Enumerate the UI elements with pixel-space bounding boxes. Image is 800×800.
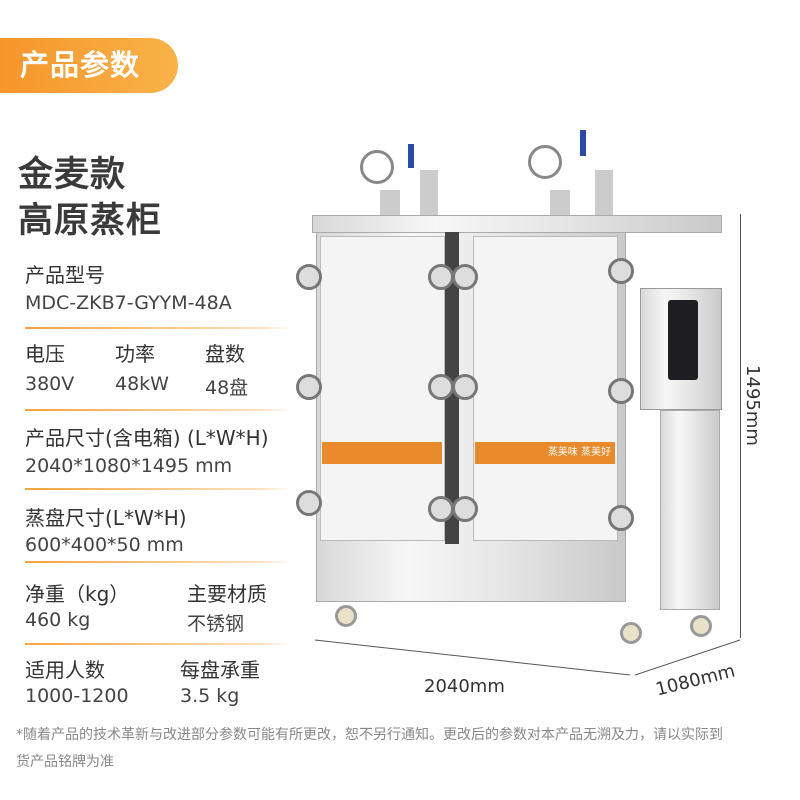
pressure-gauge-icon <box>528 145 562 179</box>
door-handle-icon <box>608 378 634 404</box>
trays-value: 48盘 <box>205 377 249 399</box>
door-handle-icon <box>428 496 454 522</box>
divider <box>25 327 290 329</box>
valve-handle-icon <box>580 130 586 156</box>
door-handle-icon <box>428 374 454 400</box>
people-value: 1000-1200 <box>25 685 129 707</box>
door-handle-icon <box>452 496 478 522</box>
door-tag: 蒸美味 蒸美好 <box>475 442 615 464</box>
pipe <box>380 190 400 220</box>
product-title-line1: 金麦款 <box>18 155 127 195</box>
left-door <box>320 236 445 541</box>
divider <box>25 643 290 645</box>
material-value: 不锈钢 <box>187 613 245 635</box>
cabinet-top <box>312 215 722 233</box>
voltage-value: 380V <box>25 373 75 395</box>
pressure-gauge-icon <box>360 150 394 184</box>
model-value: MDC-ZKB7-GYYM-48A <box>25 292 232 314</box>
caster-wheel-icon <box>335 605 357 627</box>
divider <box>25 488 290 490</box>
pipe <box>550 190 570 220</box>
weight-value: 460 kg <box>25 609 91 631</box>
voltage-label: 电压 <box>25 342 65 366</box>
power-value: 48kW <box>115 373 169 395</box>
dimension-lines <box>314 639 741 676</box>
size-value: 2040*1080*1495 mm <box>25 455 233 477</box>
door-tag <box>322 442 442 464</box>
side-column <box>660 410 720 610</box>
trays-label: 盘数 <box>205 342 245 366</box>
caster-wheel-icon <box>690 615 712 637</box>
door-handle-icon <box>296 374 322 400</box>
length-dimension: 2040mm <box>424 676 505 697</box>
section-tab: 产品参数 <box>0 38 178 93</box>
disclaimer-note: *随着产品的技术革新与改进部分参数可能有所更改，恕不另行通知。更改后的参数对本产… <box>16 727 723 770</box>
door-handle-icon <box>608 505 634 531</box>
height-dimension: 1495mm <box>741 365 763 446</box>
load-value: 3.5 kg <box>180 685 240 707</box>
pipe <box>595 170 613 220</box>
tray-size-label: 蒸盘尺寸(L*W*H) <box>25 506 187 530</box>
right-door <box>473 236 618 541</box>
power-label: 功率 <box>115 342 155 366</box>
door-handle-icon <box>296 264 322 290</box>
door-handle-icon <box>428 264 454 290</box>
divider <box>25 561 290 563</box>
tray-size-value: 600*400*50 mm <box>25 534 184 556</box>
weight-label: 净重（kg） <box>25 582 130 606</box>
model-label: 产品型号 <box>25 263 105 287</box>
door-handle-icon <box>296 490 322 516</box>
pipe <box>420 170 438 220</box>
control-panel-screen <box>668 300 698 380</box>
height-dimension-line <box>740 214 741 638</box>
door-handle-icon <box>452 374 478 400</box>
door-handle-icon <box>608 258 634 284</box>
material-label: 主要材质 <box>187 582 267 606</box>
load-label: 每盘承重 <box>180 658 260 682</box>
caster-wheel-icon <box>620 622 642 644</box>
valve-handle-icon <box>408 144 414 168</box>
size-label: 产品尺寸(含电箱) (L*W*H) <box>25 426 269 450</box>
door-handle-icon <box>452 264 478 290</box>
people-label: 适用人数 <box>25 658 105 682</box>
divider <box>25 409 290 411</box>
product-title-line2: 高原蒸柜 <box>18 201 163 241</box>
